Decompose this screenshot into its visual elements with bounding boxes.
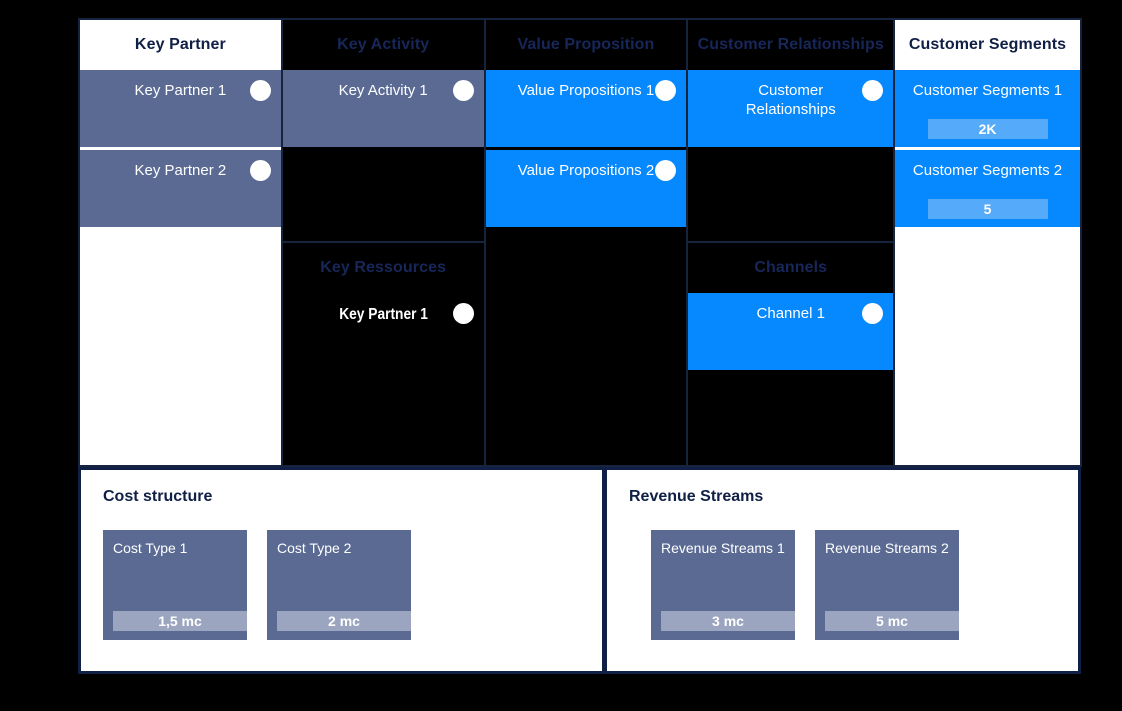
empty-drop-area[interactable]	[688, 373, 893, 465]
panel-title-cost-structure: Cost structure	[103, 488, 213, 505]
status-dot-icon[interactable]	[249, 80, 271, 101]
card-value-propositions-1[interactable]: Value Propositions 1	[485, 70, 687, 147]
card-customer-relationships-1[interactable]: Customer Relationships	[688, 70, 894, 147]
block-key-partner[interactable]: Key Partner Key Partner 1 Key Partner 2	[80, 20, 281, 465]
block-title-customer-segments: Customer Segments	[908, 36, 1067, 53]
card-list-key-activity: Key Activity 1	[282, 70, 484, 241]
card-label: Revenue Streams 2	[825, 540, 949, 556]
column-key-activity: Key Activity Key Activity 1 Key Ressourc…	[282, 20, 484, 465]
card-list-cost-structure: Cost Type 1 1,5 mc Cost Type 2 2 mc	[103, 530, 580, 640]
card-label: Revenue Streams 1	[661, 540, 785, 556]
card-label: Customer Segments 2	[912, 162, 1063, 179]
canvas-top-grid: Key Partner Key Partner 1 Key Partner 2	[78, 18, 1082, 467]
card-list-channels: Channel 1	[688, 293, 894, 465]
card-label: Key Partner 2	[134, 162, 227, 179]
card-value-propositions-2[interactable]: Value Propositions 2	[485, 150, 687, 227]
status-dot-icon[interactable]	[862, 80, 884, 101]
card-metric-badge: 2K	[927, 119, 1048, 139]
empty-drop-area[interactable]	[80, 230, 281, 465]
card-label: Customer Relationships	[745, 82, 836, 118]
card-label: Value Propositions 1	[517, 82, 655, 99]
block-channels[interactable]: Channels Channel 1	[688, 243, 894, 465]
card-key-partner-1[interactable]: Key Partner 1	[80, 70, 281, 147]
card-metric-badge: 5	[927, 199, 1048, 219]
block-title-key-activity: Key Activity	[337, 36, 430, 53]
empty-drop-area[interactable]	[895, 230, 1080, 465]
card-label: Key Partner 1	[338, 306, 428, 323]
canvas-bottom-row: Cost structure Cost Type 1 1,5 mc Cost T…	[78, 467, 1082, 674]
card-list-revenue-streams: Revenue Streams 1 3 mc Revenue Streams 2…	[651, 530, 1056, 640]
card-key-ressources-1[interactable]: Key Partner 1	[283, 293, 484, 370]
block-key-activity[interactable]: Key Activity Key Activity 1	[282, 20, 484, 241]
panel-title-revenue-streams: Revenue Streams	[629, 488, 764, 505]
empty-drop-area[interactable]	[283, 150, 484, 241]
empty-drop-area[interactable]	[688, 150, 893, 241]
column-customer-relationships: Customer Relationships Customer Relation…	[688, 20, 894, 465]
column-value-proposition: Value Proposition Value Propositions 1 V…	[485, 20, 687, 465]
card-key-partner-2[interactable]: Key Partner 2	[80, 150, 281, 227]
card-list-customer-relationships: Customer Relationships	[688, 70, 894, 241]
empty-drop-area[interactable]	[283, 373, 484, 465]
card-label: Channel 1	[756, 305, 825, 322]
panel-cost-structure[interactable]: Cost structure Cost Type 1 1,5 mc Cost T…	[78, 467, 605, 674]
status-dot-icon[interactable]	[655, 160, 677, 181]
card-list-key-partner: Key Partner 1 Key Partner 2	[80, 70, 281, 465]
card-revenue-streams-1[interactable]: Revenue Streams 1 3 mc	[651, 530, 795, 640]
card-metric-badge: 5 mc	[825, 611, 959, 631]
card-cost-type-2[interactable]: Cost Type 2 2 mc	[267, 530, 411, 640]
card-label: Customer Segments 1	[912, 82, 1063, 99]
block-customer-relationships[interactable]: Customer Relationships Customer Relation…	[688, 20, 894, 241]
status-dot-icon[interactable]	[655, 80, 677, 101]
card-label: Key Partner 1	[134, 82, 227, 99]
card-label: Key Activity 1	[338, 82, 428, 99]
card-revenue-streams-2[interactable]: Revenue Streams 2 5 mc	[815, 530, 959, 640]
block-value-proposition[interactable]: Value Proposition Value Propositions 1 V…	[485, 20, 687, 465]
card-channel-1[interactable]: Channel 1	[688, 293, 894, 370]
card-metric-badge: 1,5 mc	[113, 611, 247, 631]
card-metric-badge: 3 mc	[661, 611, 795, 631]
card-label: Cost Type 2	[277, 540, 352, 556]
card-label: Cost Type 1	[113, 540, 188, 556]
status-dot-icon[interactable]	[249, 160, 271, 181]
card-cost-type-1[interactable]: Cost Type 1 1,5 mc	[103, 530, 247, 640]
block-title-customer-relationships: Customer Relationships	[697, 36, 884, 53]
block-title-key-partner: Key Partner	[134, 36, 226, 53]
card-label: Value Propositions 2	[517, 162, 655, 179]
block-title-value-proposition: Value Proposition	[517, 36, 655, 53]
empty-drop-area[interactable]	[486, 230, 687, 465]
block-key-ressources[interactable]: Key Ressources Key Partner 1	[282, 243, 484, 465]
block-title-channels: Channels	[754, 259, 828, 276]
card-metric-badge: 2 mc	[277, 611, 411, 631]
column-key-partner: Key Partner Key Partner 1 Key Partner 2	[80, 20, 281, 465]
card-list-key-ressources: Key Partner 1	[283, 293, 484, 465]
block-customer-segments[interactable]: Customer Segments Customer Segments 1 2K…	[895, 20, 1080, 465]
status-dot-icon[interactable]	[862, 303, 884, 324]
column-customer-segments: Customer Segments Customer Segments 1 2K…	[895, 20, 1080, 465]
card-customer-segments-2[interactable]: Customer Segments 2 5	[895, 150, 1080, 227]
card-key-activity-1[interactable]: Key Activity 1	[282, 70, 484, 147]
panel-revenue-streams[interactable]: Revenue Streams Revenue Streams 1 3 mc R…	[604, 467, 1081, 674]
status-dot-icon[interactable]	[452, 303, 474, 324]
card-list-value-proposition: Value Propositions 1 Value Propositions …	[485, 70, 687, 465]
status-dot-icon[interactable]	[452, 80, 474, 101]
card-customer-segments-1[interactable]: Customer Segments 1 2K	[895, 70, 1080, 147]
block-title-key-ressources: Key Ressources	[320, 259, 447, 276]
card-list-customer-segments: Customer Segments 1 2K Customer Segments…	[895, 70, 1080, 465]
